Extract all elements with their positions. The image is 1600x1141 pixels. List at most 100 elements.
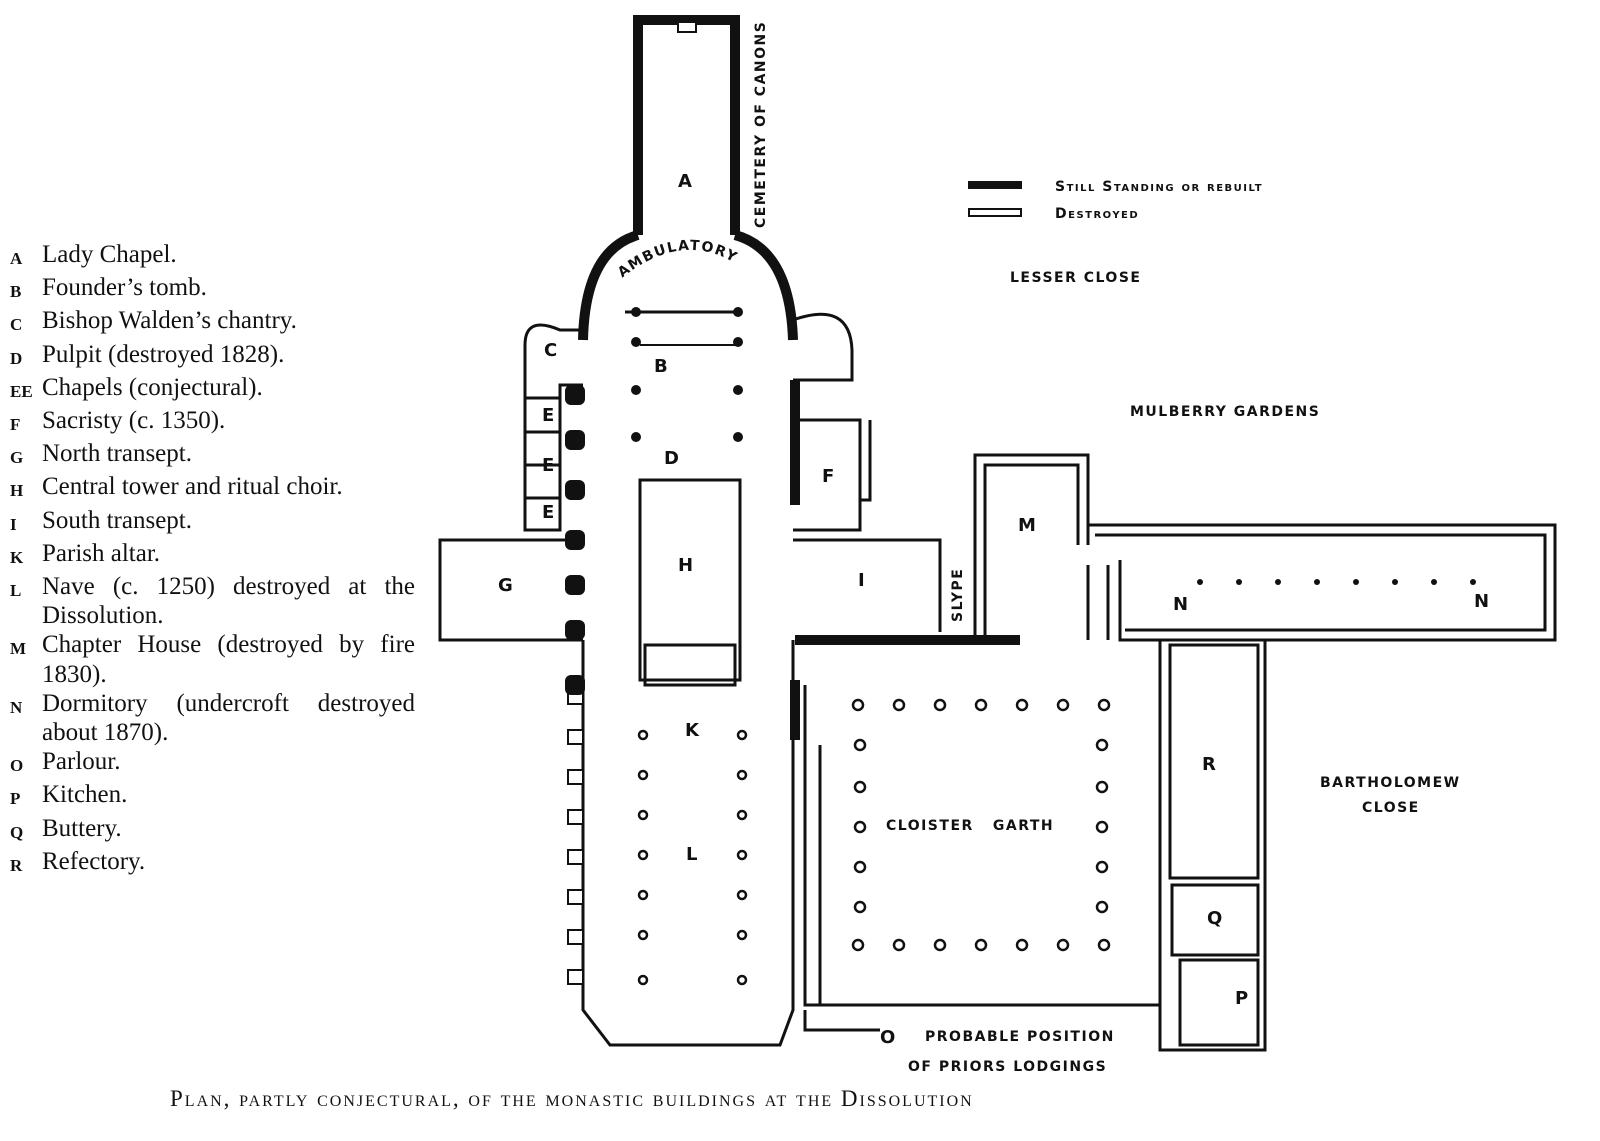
pier	[733, 337, 743, 347]
pier	[736, 769, 748, 781]
pier	[631, 385, 641, 395]
pier	[1097, 698, 1111, 712]
key-item: R Refectory.	[10, 847, 415, 880]
pier	[974, 698, 988, 712]
key-letter: G	[10, 448, 24, 468]
pier	[565, 530, 585, 550]
pier	[736, 809, 748, 821]
key-text: South transept.	[42, 506, 192, 534]
pier	[933, 698, 947, 712]
key-letter: L	[10, 581, 22, 601]
label-d: D	[664, 448, 679, 469]
column	[1392, 579, 1398, 585]
pier	[631, 432, 641, 442]
pier	[853, 860, 867, 874]
pier	[565, 385, 585, 405]
pier	[1095, 820, 1109, 834]
pier	[736, 849, 748, 861]
pier	[853, 900, 867, 914]
label-l: L	[686, 844, 697, 865]
column	[1431, 579, 1437, 585]
buttress	[567, 729, 584, 745]
dormitory	[1086, 523, 1557, 642]
pier	[637, 974, 649, 986]
label-a: A	[678, 171, 692, 192]
south-transept	[793, 418, 942, 632]
label-slype: SLYPE	[950, 568, 966, 622]
label-c: C	[544, 340, 557, 361]
key-item: EE Chapels (conjectural).	[10, 373, 415, 406]
column	[1275, 579, 1281, 585]
pier	[1015, 938, 1029, 952]
label-h: H	[678, 555, 693, 576]
label-g: G	[498, 575, 513, 596]
key-letter: O	[10, 756, 24, 776]
key-letter: N	[10, 697, 23, 717]
pier	[733, 432, 743, 442]
pier	[637, 809, 649, 821]
pier	[637, 769, 649, 781]
key-letter: EE	[10, 381, 33, 401]
standing-swatch	[968, 181, 1022, 189]
label-close: CLOSE	[1362, 800, 1420, 816]
pier	[637, 729, 649, 741]
buttress	[567, 849, 584, 865]
pier	[1056, 938, 1070, 952]
pier	[565, 480, 585, 500]
key-letter: D	[10, 348, 23, 368]
buttress	[567, 889, 584, 905]
label-f: F	[822, 466, 834, 487]
pier	[733, 307, 743, 317]
chapter-house	[973, 453, 1090, 640]
key-text: Refectory.	[42, 847, 146, 875]
column	[1197, 579, 1203, 585]
buttress	[567, 769, 584, 785]
kitchen	[1178, 958, 1260, 1047]
key-text: Chapter House (destroyed by fire 1830).	[42, 631, 415, 688]
pier	[736, 929, 748, 941]
key-letter: C	[10, 315, 23, 335]
pier	[892, 698, 906, 712]
label-i: I	[858, 570, 865, 591]
pier	[1095, 900, 1109, 914]
pier	[733, 385, 743, 395]
label-priors-2: OF PRIORS LODGINGS	[908, 1059, 1107, 1075]
refectory	[1158, 640, 1267, 1052]
label-e2: E	[542, 455, 554, 476]
pier	[974, 938, 988, 952]
pier	[631, 337, 641, 347]
label-o: O	[880, 1027, 895, 1048]
key-text: Central tower and ritual choir.	[42, 473, 343, 501]
key-text: Parlour.	[42, 748, 121, 776]
key-letter: B	[10, 282, 22, 302]
pier	[736, 889, 748, 901]
pier	[736, 729, 748, 741]
key-item: O Parlour.	[10, 747, 415, 780]
key-letter: H	[10, 481, 24, 501]
column	[1236, 579, 1242, 585]
north-transept	[438, 538, 583, 642]
key-text: North transept.	[42, 440, 192, 468]
key-text: Kitchen.	[42, 781, 128, 809]
apse-chapel-right	[792, 312, 854, 382]
label-e3: E	[542, 502, 554, 523]
key-letter: R	[10, 855, 23, 875]
buttress	[567, 929, 584, 945]
pier	[637, 849, 649, 861]
pier	[851, 698, 865, 712]
key-text: Chapels (conjectural).	[42, 373, 263, 401]
key-letter: F	[10, 415, 21, 435]
column	[1470, 579, 1476, 585]
label-k: K	[685, 720, 700, 741]
chapel-c	[523, 323, 583, 532]
key-letter: M	[10, 639, 27, 659]
nave-buttresses	[567, 689, 584, 985]
pier	[851, 938, 865, 952]
